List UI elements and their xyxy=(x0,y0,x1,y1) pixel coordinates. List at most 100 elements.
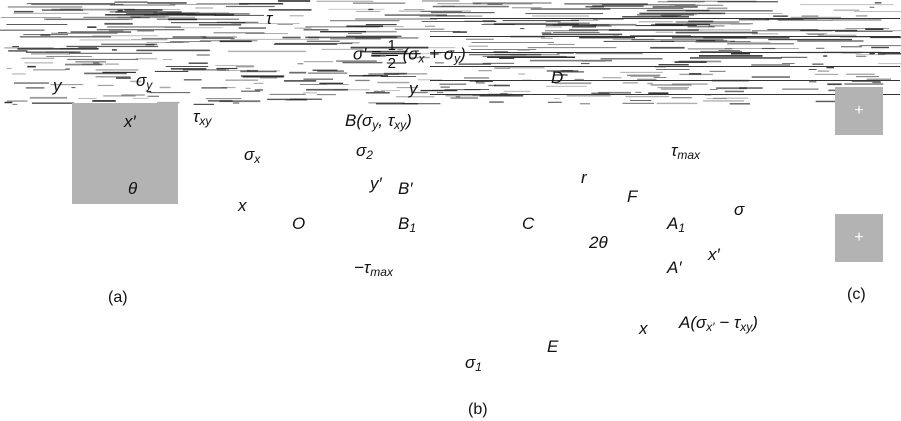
plus-sign-bottom: + xyxy=(854,229,864,246)
noise-stroke xyxy=(14,10,34,13)
noise-stroke xyxy=(751,33,779,35)
noise-stroke xyxy=(188,62,208,64)
noise-stroke xyxy=(724,90,744,93)
noise-stroke xyxy=(656,69,690,70)
noise-stroke xyxy=(170,68,207,70)
label-x-axis-a: x xyxy=(238,196,247,215)
noise-stroke xyxy=(109,4,176,6)
noise-stroke xyxy=(547,43,575,45)
noise-stroke xyxy=(368,73,405,75)
noise-stroke xyxy=(553,71,584,73)
noise-stroke xyxy=(439,83,467,85)
noise-stroke xyxy=(508,67,545,69)
noise-rule xyxy=(430,36,900,37)
noise-stroke xyxy=(471,49,537,50)
noise-stroke xyxy=(489,101,504,103)
noise-stroke xyxy=(321,48,364,50)
label-B1: B1 xyxy=(398,214,417,235)
noise-stroke xyxy=(87,26,97,28)
noise-stroke xyxy=(695,41,771,43)
noise-stroke xyxy=(319,82,344,84)
noise-stroke xyxy=(564,3,648,5)
noise-stroke xyxy=(375,103,418,105)
noise-stroke xyxy=(19,36,112,38)
noise-stroke xyxy=(95,69,139,71)
noise-stroke xyxy=(51,8,135,11)
noise-stroke xyxy=(368,102,405,104)
noise-stroke xyxy=(823,55,828,57)
noise-stroke xyxy=(169,4,249,5)
noise-stroke xyxy=(78,47,97,48)
noise-stroke xyxy=(167,12,200,13)
noise-stroke xyxy=(689,57,782,59)
noise-stroke xyxy=(325,84,349,85)
noise-stroke xyxy=(656,102,698,105)
noise-stroke xyxy=(213,14,264,16)
noise-stroke xyxy=(782,63,795,64)
noise-stroke xyxy=(465,38,494,40)
noise-stroke xyxy=(355,37,419,39)
noise-stroke xyxy=(716,87,748,90)
noise-stroke xyxy=(525,13,604,15)
noise-stroke xyxy=(667,0,757,2)
noise-stroke xyxy=(707,7,728,10)
noise-stroke xyxy=(219,100,261,103)
noise-stroke xyxy=(27,65,36,68)
noise-stroke xyxy=(751,64,790,66)
label-neg-tau-max: −τmax xyxy=(354,258,393,279)
noise-stroke xyxy=(441,5,455,7)
noise-stroke xyxy=(299,84,327,85)
noise-stroke xyxy=(336,60,377,62)
noise-stroke xyxy=(602,77,622,79)
label-y-prime-b: y′ xyxy=(370,174,382,193)
noise-stroke xyxy=(808,69,817,70)
noise-stroke xyxy=(143,14,159,16)
noise-stroke xyxy=(836,30,901,32)
noise-stroke xyxy=(493,23,579,25)
noise-stroke xyxy=(12,46,19,48)
noise-stroke xyxy=(305,36,398,39)
noise-stroke xyxy=(25,87,45,89)
noise-stroke xyxy=(273,43,337,45)
noise-stroke xyxy=(75,60,106,63)
noise-stroke xyxy=(655,23,711,26)
noise-stroke xyxy=(219,40,252,43)
noise-stroke xyxy=(797,40,864,42)
noise-stroke xyxy=(312,69,338,71)
noise-stroke xyxy=(841,46,862,48)
noise-stroke xyxy=(294,27,312,29)
noise-stroke xyxy=(817,34,857,37)
noise-stroke xyxy=(101,43,158,45)
label-y-axis-a: y xyxy=(53,76,62,95)
noise-stroke xyxy=(355,18,438,20)
label-tau-max: τmax xyxy=(671,141,701,162)
label-x-b: x xyxy=(639,319,648,338)
noise-stroke xyxy=(4,47,54,49)
caption-b: (b) xyxy=(468,401,488,418)
noise-stroke xyxy=(201,36,237,38)
noise-stroke xyxy=(253,82,264,84)
noise-stroke xyxy=(395,96,435,98)
noise-stroke xyxy=(688,20,714,23)
noise-stroke xyxy=(473,3,533,5)
noise-stroke xyxy=(706,98,727,100)
noise-stroke xyxy=(622,82,638,84)
noise-stroke xyxy=(107,9,181,10)
noise-stroke xyxy=(471,42,554,43)
noise-stroke xyxy=(46,56,92,57)
noise-stroke xyxy=(553,98,560,99)
noise-stroke xyxy=(828,89,842,92)
label-E: E xyxy=(547,337,559,356)
noise-stroke xyxy=(242,76,284,78)
noise-stroke xyxy=(517,50,530,51)
noise-stroke xyxy=(547,101,562,103)
noise-stroke xyxy=(109,11,158,13)
noise-stroke xyxy=(817,70,830,72)
noise-stroke xyxy=(166,42,184,43)
noise-stroke xyxy=(193,103,214,105)
caption-c: (c) xyxy=(847,286,866,303)
noise-stroke xyxy=(108,30,124,32)
noise-stroke xyxy=(67,58,138,60)
noise-stroke xyxy=(92,35,159,37)
noise-stroke xyxy=(475,80,493,82)
